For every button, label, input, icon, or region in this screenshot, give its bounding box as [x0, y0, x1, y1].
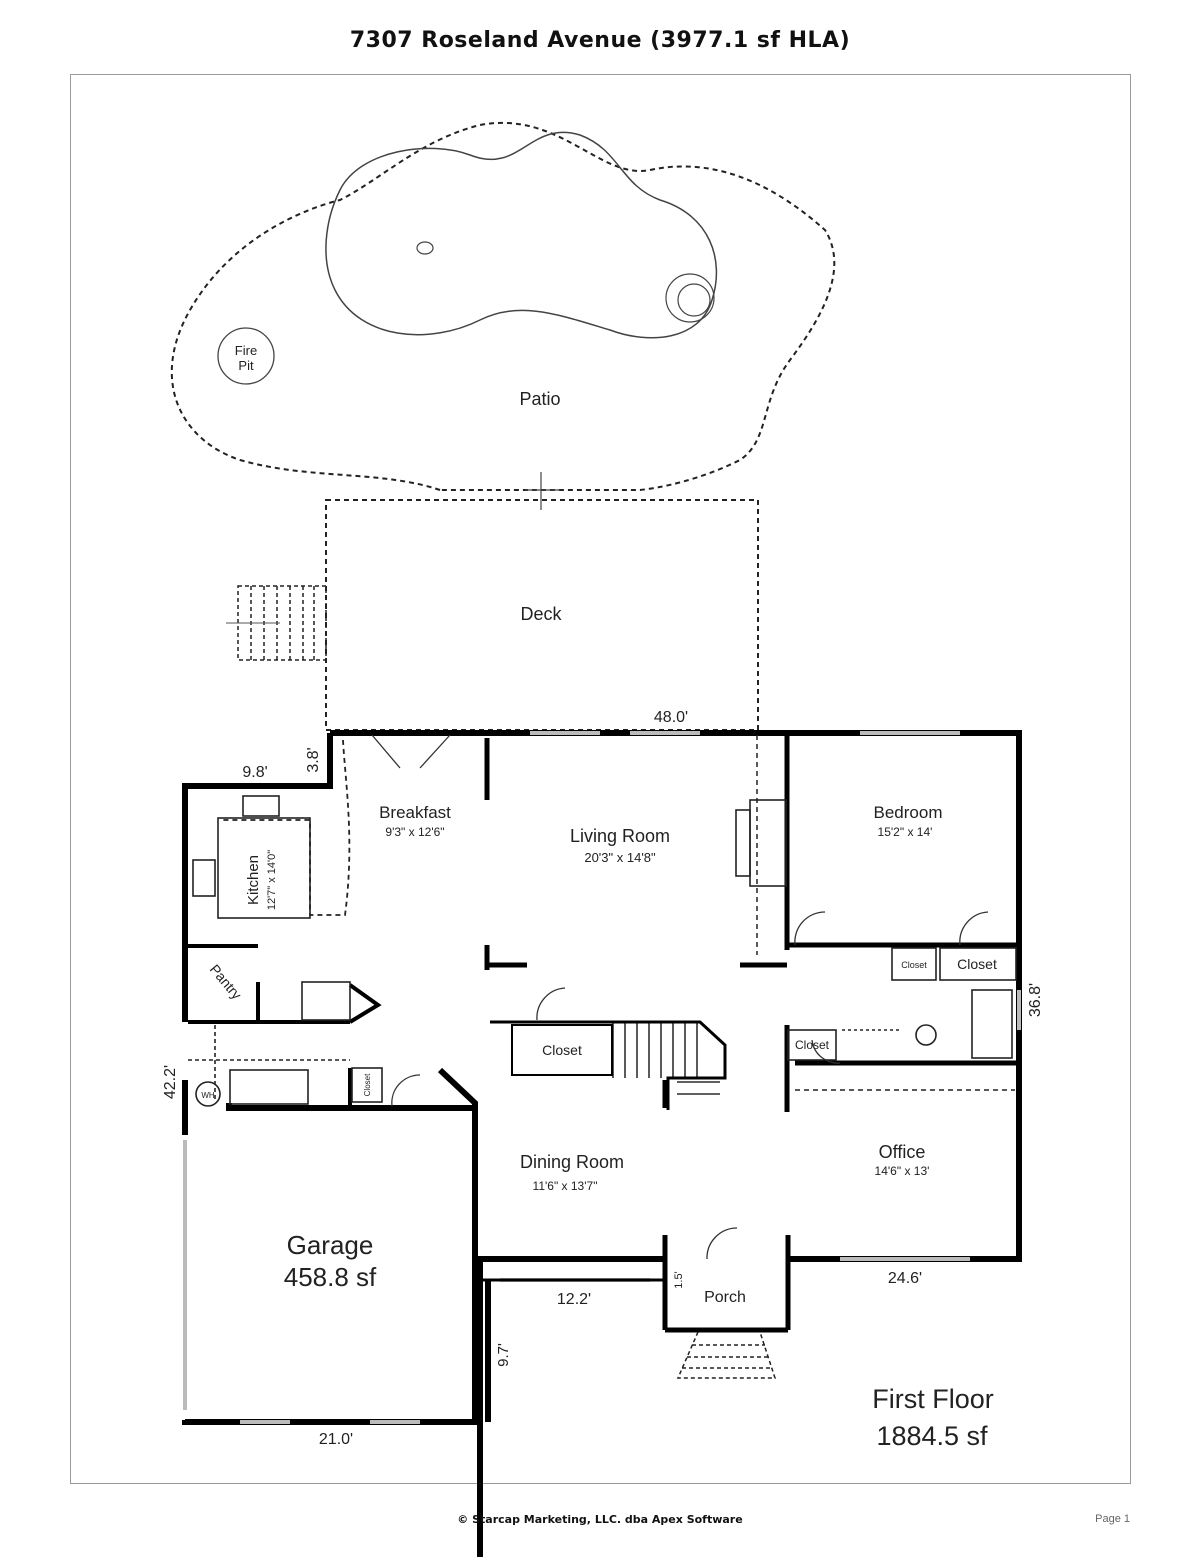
page-title: 7307 Roseland Avenue (3977.1 sf HLA) — [349, 28, 851, 53]
dim-bottom-right: 24.6' — [888, 1270, 922, 1287]
dim-left-step: 3.8' — [305, 747, 322, 772]
page-frame — [70, 74, 1131, 1484]
fireplace — [735, 799, 787, 887]
living-dims: 20'3" x 14'8" — [584, 850, 656, 865]
kitchen-name: Kitchen — [245, 855, 262, 905]
porch-name: Porch — [704, 1289, 746, 1306]
bedroom-name: Bedroom — [874, 803, 943, 822]
bathroom — [787, 947, 1017, 1091]
patio-label: Patio — [519, 389, 560, 409]
closet-bed-small-label: Closet — [901, 960, 927, 970]
hall-cabinets — [188, 981, 383, 1107]
dim-garage-bottom: 21.0' — [319, 1431, 353, 1448]
pool-drain — [416, 241, 434, 255]
living-name: Living Room — [570, 826, 670, 846]
office-name: Office — [879, 1142, 926, 1162]
dining-dims: 11'6" x 13'7" — [533, 1179, 598, 1193]
closet-garage-label: Closet — [363, 1073, 372, 1096]
fire-pit-label-2: Pit — [238, 358, 254, 373]
office-dims: 14'6" x 13' — [875, 1164, 930, 1178]
pool-outline — [325, 131, 718, 339]
dim-top: 48.0' — [654, 709, 688, 726]
closet-bed-label: Closet — [957, 956, 997, 972]
footer-copyright: © Starcap Marketing, LLC. dba Apex Softw… — [457, 1513, 743, 1526]
bedroom-dims: 15'2" x 14' — [878, 825, 933, 839]
spa-ring — [665, 273, 715, 323]
page-number: Page 1 — [1095, 1513, 1130, 1525]
main-stairs — [490, 1020, 727, 1110]
dim-left-top: 9.8' — [242, 764, 267, 781]
kitchen-dims: 12'7" x 14'0" — [266, 850, 278, 910]
door-arcs — [371, 734, 989, 1260]
spa-ring-inner — [677, 283, 711, 317]
pantry-name: Pantry — [207, 961, 245, 1002]
breakfast-name: Breakfast — [379, 803, 451, 822]
dining-name: Dining Room — [520, 1152, 624, 1172]
dim-porch-depth: 1.5' — [673, 1271, 685, 1288]
water-heater-label: WH — [201, 1091, 215, 1100]
closet-stair-label: Closet — [542, 1042, 582, 1058]
fire-pit-label-1: Fire — [235, 343, 257, 358]
interior-walls — [484, 733, 1019, 1333]
dim-garage-side: 9.7' — [495, 1343, 512, 1367]
deck-label: Deck — [520, 604, 562, 624]
garage-name: Garage — [287, 1230, 374, 1260]
breakfast-dims: 9'3" x 12'6" — [385, 825, 444, 839]
garage-area: 458.8 sf — [284, 1262, 377, 1292]
dim-right: 36.8' — [1027, 983, 1044, 1017]
fire-pit — [217, 327, 275, 385]
breakfast-bay — [222, 739, 351, 916]
floor-area: 1884.5 sf — [876, 1421, 988, 1451]
dim-bottom-mid: 12.2' — [557, 1291, 591, 1308]
pantry-walls — [188, 944, 382, 1108]
dim-left: 42.2' — [162, 1065, 179, 1099]
patio-outline — [170, 122, 836, 491]
closet-hall-label: Closet — [795, 1038, 830, 1052]
kitchen-counter — [192, 795, 311, 919]
porch-stairs — [676, 1331, 777, 1379]
floor-name: First Floor — [872, 1384, 994, 1414]
